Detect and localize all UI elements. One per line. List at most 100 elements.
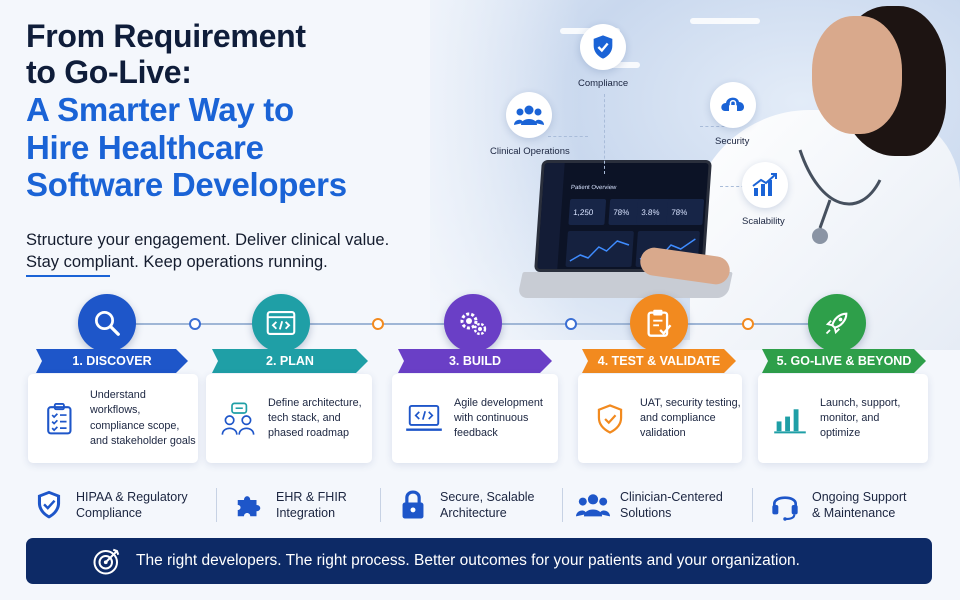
headset-icon (772, 496, 798, 521)
clinical-operations-float-icon (506, 92, 552, 138)
dashboard-stat: 78% (666, 199, 705, 225)
bottom-tagline-bar: The right developers. The right process.… (26, 538, 932, 584)
feature-divider (380, 488, 381, 522)
step-plan-banner: 2. PLAN (212, 349, 368, 373)
timeline-dot (742, 318, 754, 330)
step-discover-card: Understand workflows, compliance scope, … (28, 374, 198, 463)
shield-check-icon (37, 490, 61, 519)
step-test-banner: 4. TEST & VALIDATE (582, 349, 736, 373)
feature-ongoing-support: Ongoing Support & Maintenance (768, 484, 907, 526)
security-float-icon (710, 82, 756, 128)
clipboard-checklist-icon (47, 402, 72, 434)
step-plan-circle (252, 294, 310, 352)
card-text: Define architecture, (268, 396, 362, 409)
feature-hipaa: HIPAA & Regulatory Compliance (32, 484, 188, 526)
step-test-circle (630, 294, 688, 352)
feature-text: & Maintenance (812, 506, 896, 520)
step-golive-card: Launch, support, monitor, and optimize (758, 374, 928, 463)
card-text: compliance scope, (90, 419, 180, 432)
connector-line (720, 186, 750, 187)
step-plan-card: Define architecture, tech stack, and pha… (206, 374, 372, 463)
feature-text: HIPAA & Regulatory (76, 489, 188, 504)
title-underline (26, 275, 110, 277)
step-test-card: UAT, security testing, and compliance va… (578, 374, 742, 463)
card-text: feedback (454, 427, 498, 440)
ceiling-light (690, 18, 760, 24)
doctor-face (812, 16, 902, 134)
team-discussion-icon (221, 402, 255, 435)
feature-divider (562, 488, 563, 522)
features-row: HIPAA & Regulatory Compliance EHR & FHIR… (26, 484, 936, 526)
compliance-float-icon (580, 24, 626, 70)
connector-line (548, 136, 588, 137)
feature-ehr-fhir: EHR & FHIR Integration (232, 484, 347, 526)
padlock-icon (402, 490, 424, 519)
title-line-highlight: A Smarter Way to (26, 90, 294, 128)
clipboard-check-icon (647, 309, 672, 337)
feature-divider (752, 488, 753, 522)
step-build-card: Agile development with continuous feedba… (392, 374, 558, 463)
connector-line (700, 126, 730, 127)
feature-clinician-centered: Clinician-Centered Solutions (576, 484, 723, 526)
card-text: validation (640, 427, 686, 440)
growth-chart-icon (752, 173, 777, 196)
people-group-icon (576, 494, 610, 517)
magnifier-icon (95, 311, 120, 336)
hero-subtitle: Structure your engagement. Deliver clini… (26, 230, 456, 274)
ceiling-light (600, 62, 640, 68)
timeline-dot (372, 318, 384, 330)
card-text: monitor, and (820, 411, 880, 424)
card-text: tech stack, and (268, 411, 341, 424)
feature-text: Integration (276, 506, 336, 520)
people-group-icon (514, 105, 544, 125)
feature-text: Secure, Scalable (440, 489, 535, 504)
card-text: Launch, support, (820, 396, 901, 409)
scalability-float-icon (742, 162, 788, 208)
gears-icon (460, 312, 487, 336)
hero-title: From Requirement to Go-Live: A Smarter W… (26, 18, 466, 204)
card-text: optimize (820, 427, 861, 440)
card-text: with continuous (454, 411, 529, 424)
shield-check-icon (593, 35, 613, 59)
step-discover-circle (78, 294, 136, 352)
timeline-dot (189, 318, 201, 330)
feature-text: Solutions (620, 506, 672, 520)
card-text: UAT, security testing, (640, 396, 741, 409)
rocket-icon (825, 312, 848, 335)
shield-check-icon (597, 403, 623, 434)
dashboard-chart-panel (565, 231, 634, 267)
title-line-highlight: Hire Healthcare (26, 128, 264, 166)
float-label-compliance: Compliance (578, 78, 629, 89)
title-line: to Go-Live: (26, 54, 192, 91)
dashboard-nav (537, 163, 565, 269)
title-line: From Requirement (26, 18, 306, 54)
card-text: Understand workflows, (90, 388, 146, 417)
feature-text: Clinician-Centered (620, 489, 723, 504)
card-text: and compliance (640, 411, 716, 424)
code-window-icon (266, 311, 296, 335)
step-golive-circle (808, 294, 866, 352)
subtitle-line: Structure your engagement. Deliver clini… (26, 231, 390, 249)
card-text: and stakeholder goals (90, 434, 196, 447)
timeline-dot (565, 318, 577, 330)
step-discover-banner: 1. DISCOVER (36, 349, 188, 373)
float-label-scalability: Scalability (742, 216, 785, 227)
bar-chart-icon (774, 408, 806, 433)
dashboard-title: Patient Overview (570, 185, 617, 191)
cloud-lock-icon (721, 97, 745, 112)
step-golive-banner: 5. GO-LIVE & BEYOND (762, 349, 926, 373)
puzzle-icon (237, 496, 261, 517)
feature-text: Compliance (76, 506, 143, 520)
target-icon (93, 548, 120, 575)
step-build-circle (444, 294, 502, 352)
float-label-security: Security (715, 136, 750, 147)
bottom-tagline: The right developers. The right process.… (136, 552, 800, 569)
feature-text: EHR & FHIR (276, 489, 347, 504)
card-text: phased roadmap (268, 427, 350, 440)
dashboard-stat: 1,250 (568, 199, 607, 225)
feature-secure-architecture: Secure, Scalable Architecture (396, 484, 535, 526)
feature-text: Architecture (440, 506, 507, 520)
stethoscope-icon (798, 149, 882, 244)
connector-line (604, 94, 605, 174)
feature-divider (216, 488, 217, 522)
